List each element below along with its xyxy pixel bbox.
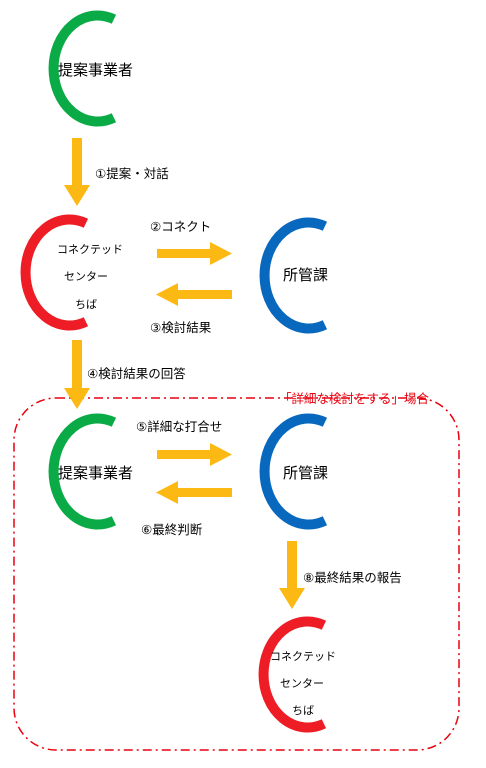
arrow-down-step-8 bbox=[279, 541, 305, 609]
node-label-proposer-top: 提案事業者 bbox=[58, 61, 134, 79]
node-label-connected-center-2-line1: コネクテッド bbox=[270, 650, 336, 663]
c-shape-red-center-1 bbox=[20, 214, 89, 331]
step-label-3: ③検討結果 bbox=[150, 320, 212, 335]
node-label-connected-center-2-line2: センター bbox=[280, 677, 324, 690]
node-label-proposer-bottom: 提案事業者 bbox=[58, 464, 134, 482]
node-label-department-2: 所管課 bbox=[283, 464, 329, 482]
arrow-right-step-2 bbox=[157, 242, 232, 265]
step-label-5: ⑤詳細な打合せ bbox=[136, 419, 223, 434]
c-shape-blue-department-2 bbox=[259, 413, 328, 530]
step-label-6: ⑥最終判断 bbox=[141, 522, 203, 537]
arrow-down-step-4 bbox=[64, 340, 90, 409]
c-shape-red-center-2 bbox=[258, 616, 327, 733]
node-label-connected-center-2-line3: ちば bbox=[292, 704, 314, 717]
node-label-connected-center-1-line2: センター bbox=[64, 270, 108, 283]
c-shape-green-bottom bbox=[48, 413, 117, 530]
node-label-department-1: 所管課 bbox=[283, 266, 329, 284]
region-label: 「詳細な検討をする」場合 bbox=[279, 391, 430, 406]
arrow-left-step-3 bbox=[156, 283, 232, 306]
arrow-left-step-6 bbox=[156, 481, 232, 504]
node-label-connected-center-1-line1: コネクテッド bbox=[57, 243, 123, 256]
c-shape-blue-department-1 bbox=[259, 217, 328, 334]
arrow-right-step-5 bbox=[157, 443, 232, 466]
step-label-4: ④検討結果の回答 bbox=[87, 366, 186, 381]
node-label-connected-center-1-line3: ちば bbox=[75, 298, 97, 311]
c-shape-green-top bbox=[48, 10, 117, 127]
step-label-2: ②コネクト bbox=[150, 219, 212, 234]
step-label-8: ⑧最終結果の報告 bbox=[303, 570, 402, 585]
arrow-down-step-1 bbox=[64, 138, 90, 206]
step-label-1: ①提案・対話 bbox=[95, 166, 169, 181]
